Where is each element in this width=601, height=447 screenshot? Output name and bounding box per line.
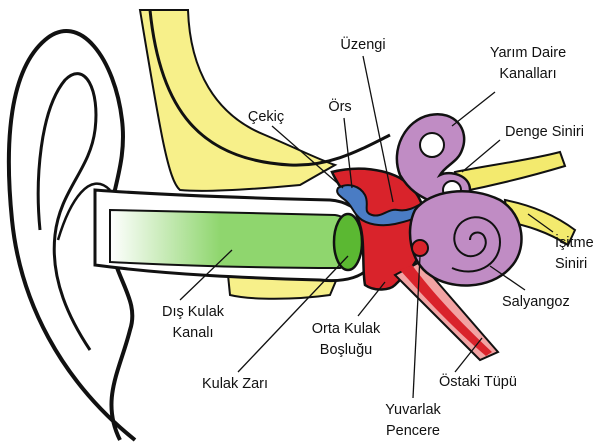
semicircular-canal-loop bbox=[420, 133, 444, 157]
label-isitme-line2: Siniri bbox=[555, 256, 587, 272]
label-ors: Örs bbox=[328, 97, 351, 115]
outer-ear-canal-fill bbox=[110, 210, 355, 268]
label-kulak-zari: Kulak Zarı bbox=[202, 376, 268, 392]
label-denge-siniri: Denge Siniri bbox=[505, 124, 584, 140]
label-orta-kulak-line2: Boşluğu bbox=[320, 342, 372, 358]
round-window bbox=[412, 240, 428, 256]
label-dis-kulak-line1: Dış Kulak bbox=[162, 304, 225, 320]
label-cekic: Çekiç bbox=[248, 109, 284, 125]
label-yarim-daire-line2: Kanalları bbox=[499, 66, 556, 82]
label-isitme-line1: İşitme bbox=[555, 233, 594, 251]
label-yuvarlak-line2: Pencere bbox=[386, 423, 440, 439]
eardrum bbox=[334, 214, 362, 270]
label-orta-kulak-line1: Orta Kulak bbox=[312, 321, 381, 337]
label-ostaki: Östaki Tüpü bbox=[439, 372, 517, 390]
label-yuvarlak-line1: Yuvarlak bbox=[385, 402, 441, 418]
label-dis-kulak-line2: Kanalı bbox=[172, 325, 213, 341]
leader-yarim-daire bbox=[452, 92, 495, 126]
label-salyangoz: Salyangoz bbox=[502, 294, 570, 310]
label-uzengi: Üzengi bbox=[340, 35, 385, 53]
label-yarim-daire-line1: Yarım Daire bbox=[490, 45, 566, 61]
balance-nerve bbox=[455, 152, 565, 192]
